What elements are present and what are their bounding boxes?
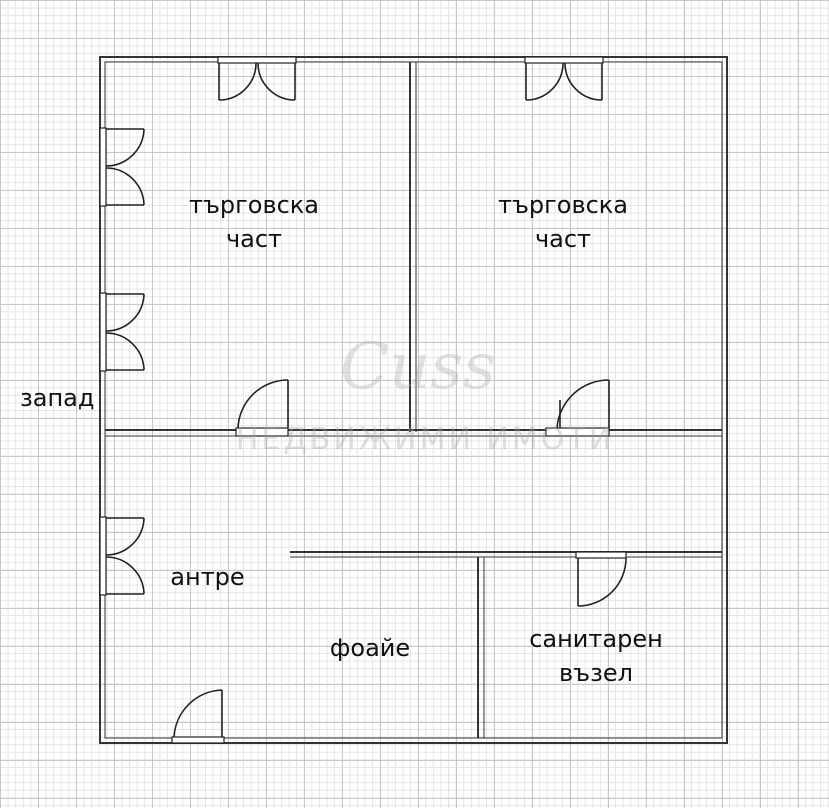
outer-wall-outer [99, 56, 728, 744]
room-label-sanitary: санитарен възел [522, 622, 670, 690]
room-label-shop-left: търговска част [186, 188, 322, 256]
door-shop-right [545, 379, 610, 437]
room-sanitary-line2: възел [559, 659, 633, 687]
room-label-shop-right: търговска част [495, 188, 631, 256]
door-bottom [171, 689, 225, 744]
room-shop-right-line1: търговска [497, 191, 628, 219]
door-shop-left [235, 379, 289, 437]
orientation-label: запад [20, 384, 95, 412]
door-left-1 [99, 127, 145, 207]
room-shop-left-line2: част [225, 225, 283, 253]
room-label-foyer: фоайе [324, 631, 416, 665]
room-shop-right-line2: част [534, 225, 592, 253]
room-foyer-line1: фоайе [329, 634, 411, 662]
door-left-2 [99, 292, 145, 372]
room-shop-left-line1: търговска [188, 191, 319, 219]
interior-walls [105, 62, 722, 738]
door-top-right [524, 56, 604, 101]
outer-wall-inner [104, 61, 723, 739]
outer-walls [99, 56, 728, 744]
room-label-entrance: антре [165, 560, 250, 594]
door-top-left [217, 56, 297, 101]
room-entrance-line1: антре [170, 563, 245, 591]
door-sanitary [575, 551, 627, 607]
door-left-3 [99, 516, 145, 596]
room-sanitary-line1: санитарен [529, 625, 663, 653]
